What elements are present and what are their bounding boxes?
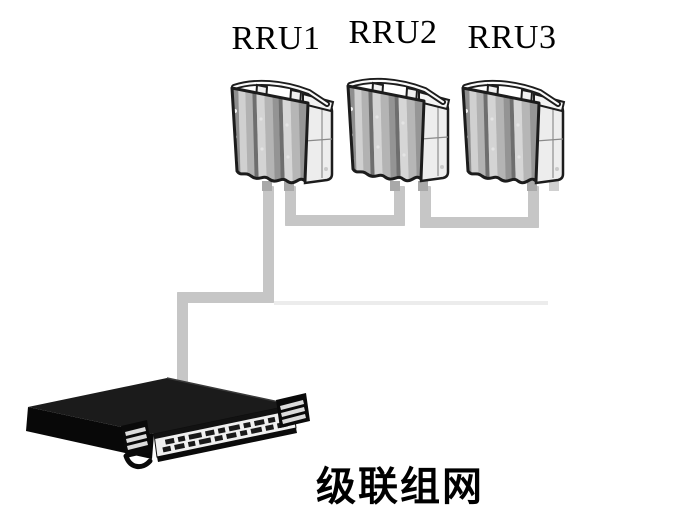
cable-segment (394, 186, 405, 226)
rru1-connector-stub (262, 181, 272, 191)
rru1-unit-illustration (227, 77, 343, 193)
rack-top-face (28, 378, 293, 434)
rru3-connector-stub (549, 181, 559, 191)
diagram-caption: 级联组网 (316, 464, 484, 508)
rru1-connector-stub (284, 181, 294, 191)
cable-segment (263, 186, 274, 303)
right-mounting-ear (276, 393, 310, 428)
rru2-label: RRU2 (348, 14, 438, 51)
rack-unit-illustration (26, 377, 310, 470)
cable-segment (285, 215, 405, 226)
left-mounting-ear (121, 420, 153, 470)
rru3-unit-illustration (458, 77, 574, 193)
cable-segment (528, 186, 539, 228)
cable-segment (285, 186, 296, 226)
rru1-label: RRU1 (231, 20, 321, 57)
rru2-connector-stub (418, 181, 428, 191)
cable-segment (420, 217, 539, 228)
rru2-unit-illustration (343, 75, 459, 191)
cable-segment (177, 292, 188, 388)
faint-horizontal-line (274, 301, 548, 305)
rru2-connector-stub (390, 181, 400, 191)
rack-left-face (26, 407, 154, 459)
cable-segment (177, 292, 274, 303)
rru3-connector-stub (527, 181, 537, 191)
front-panel-ports (162, 414, 289, 453)
rru3-label: RRU3 (467, 19, 557, 56)
cable-segment (420, 186, 431, 228)
